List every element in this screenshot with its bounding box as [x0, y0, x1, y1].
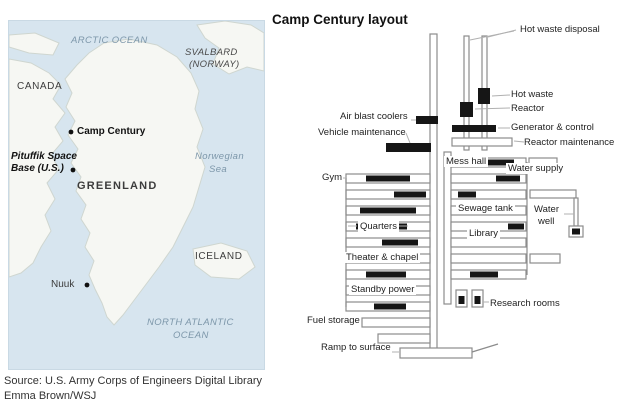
hot-waste-pipe-1: [463, 35, 470, 151]
norwegian-sea-label-line2: Sea: [209, 164, 228, 175]
water-well-fill: [572, 228, 580, 235]
leader-vehicle-maintenance: [405, 132, 411, 144]
nuuk-marker: [84, 282, 90, 288]
reactor-label: Reactor: [511, 103, 545, 114]
left-tunnel-row: [377, 333, 431, 344]
leader-hot-waste-disposal-2: [469, 30, 515, 41]
right-tunnel-row: [450, 189, 527, 200]
arctic-islands: [9, 32, 60, 56]
main-trunk-tunnel: [429, 33, 438, 357]
canada-landmass: [9, 58, 66, 278]
map-canvas: [9, 21, 264, 326]
facility-fill: [374, 303, 406, 310]
ramp-to-surface-label: Ramp to surface: [321, 342, 391, 353]
gym-fill: [366, 175, 410, 182]
facility-fill: [366, 271, 406, 278]
reactor-maintenance-tunnel: [451, 137, 513, 147]
ramp-surface-line: [471, 343, 499, 353]
generator-control-label: Generator & control: [511, 122, 594, 133]
gym-label: Gym: [322, 172, 343, 183]
mess-hall-label: Mess hall: [444, 156, 489, 167]
leader-hot-waste: [491, 94, 511, 97]
research-room-fill: [474, 296, 481, 304]
vehicle-maintenance-label: Vehicle maintenance: [318, 127, 406, 138]
north-atlantic-label-line1: NORTH ATLANTIC: [147, 317, 234, 328]
fuel-storage-label: Fuel storage: [307, 315, 360, 326]
sewage-tank-fill: [508, 223, 524, 230]
pituffik-label-line1: Pituffik Space: [11, 151, 77, 162]
hot-waste-disposal-label: Hot waste disposal: [520, 24, 600, 35]
leader-reactor-maintenance: [513, 140, 525, 143]
mess-hall-fill: [488, 159, 514, 166]
greenland-landmass: [64, 38, 206, 326]
library-tunnel: [450, 237, 527, 248]
iceland-landmass: [192, 242, 256, 280]
theater-chapel-label: Theater & chapel: [344, 252, 421, 263]
svalbard-label: SVALBARD: [185, 47, 238, 58]
facility-fill: [458, 191, 476, 198]
research-room-fill: [458, 296, 465, 304]
nuuk-label: Nuuk: [51, 279, 75, 290]
sewage-tank-label: Sewage tank: [456, 203, 515, 214]
hot-waste-fill: [478, 88, 490, 104]
iceland-label: ICELAND: [195, 251, 243, 262]
library-label: Library: [467, 228, 501, 239]
reactor-maintenance-label: Reactor maintenance: [524, 137, 615, 148]
air-blast-coolers-label: Air blast coolers: [340, 111, 408, 122]
standby-power-label: Standby power: [349, 284, 417, 295]
greenland-map: ARCTIC OCEAN SVALBARD (NORWAY) CANADA Ca…: [8, 20, 265, 370]
ramp-tunnel: [399, 347, 473, 359]
right-tunnel-row: [450, 173, 527, 184]
right-extension-tunnel: [529, 253, 561, 264]
arctic-ocean-label: ARCTIC OCEAN: [71, 35, 148, 46]
camp-century-layout-diagram: Camp Century layout: [270, 0, 640, 370]
right-trunk-tunnel: [443, 151, 452, 305]
source-line: Source: U.S. Army Corps of Engineers Dig…: [4, 375, 262, 387]
north-atlantic-label-line2: OCEAN: [173, 330, 209, 341]
water-well-label-line1: Water: [534, 204, 559, 215]
right-tunnel-row: [450, 253, 527, 264]
vehicle-maintenance-fill: [386, 143, 431, 152]
credit-line: Emma Brown/WSJ: [4, 390, 97, 402]
hot-waste-label: Hot waste: [511, 89, 554, 100]
air-blast-coolers-fill: [416, 116, 438, 124]
facility-fill: [360, 207, 416, 214]
svalbard-country-label: (NORWAY): [189, 59, 240, 70]
research-rooms-label: Research rooms: [490, 298, 560, 309]
fuel-storage-tunnel: [361, 317, 431, 328]
svalbard-landmass: [196, 21, 264, 75]
norwegian-sea-label-line1: Norwegian: [195, 151, 245, 162]
generator-control-fill: [452, 125, 496, 132]
facility-fill: [496, 175, 520, 182]
quarters-label: Quarters: [358, 221, 399, 232]
reactor-fill: [460, 102, 473, 117]
facility-fill: [382, 239, 418, 246]
pituffik-marker: [70, 167, 76, 173]
facility-fill: [470, 271, 498, 278]
leader-reactor: [474, 107, 511, 110]
camp-century-marker: [68, 129, 74, 135]
water-well-feeder: [529, 189, 577, 199]
pituffik-label-line2: Base (U.S.): [11, 163, 64, 174]
water-well-label-line2: well: [538, 216, 555, 227]
camp-century-label: Camp Century: [77, 126, 146, 137]
water-supply-label: Water supply: [506, 163, 566, 174]
water-well-shaft: [573, 197, 579, 227]
greenland-label: GREENLAND: [77, 180, 158, 192]
canada-label: CANADA: [17, 81, 63, 92]
facility-fill: [394, 191, 426, 198]
diagram-title: Camp Century layout: [272, 12, 408, 27]
